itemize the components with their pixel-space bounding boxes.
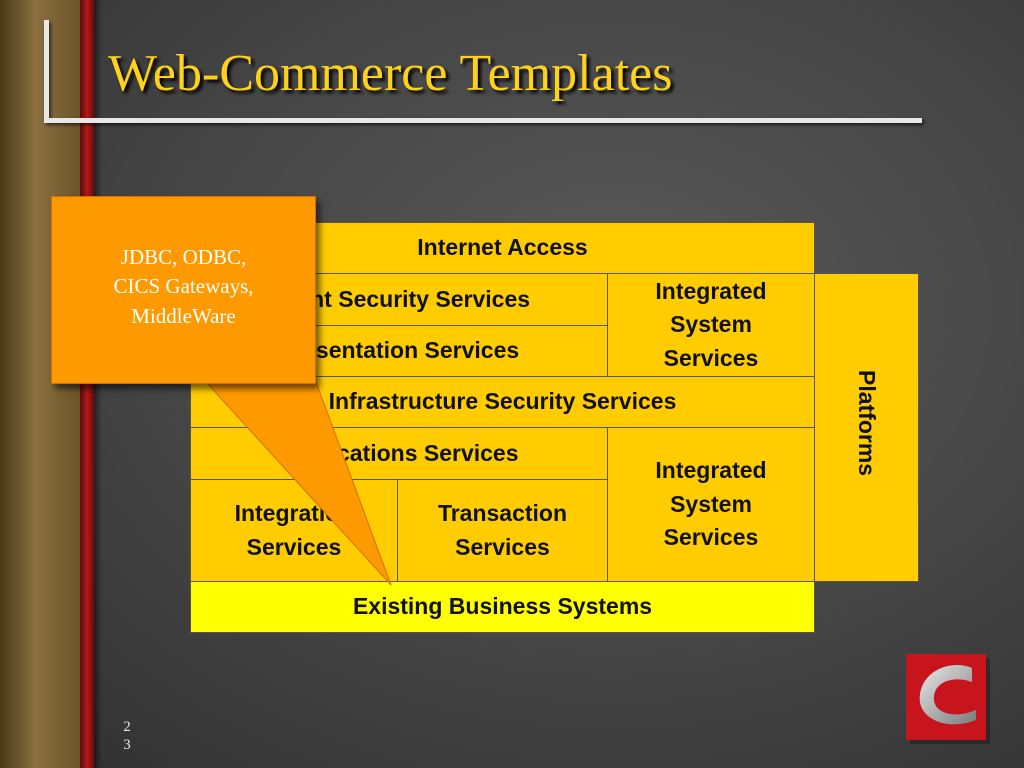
rail-shadow (94, 0, 102, 768)
integrated-system-top-box: Integrated System Services (607, 273, 815, 377)
callout-text: JDBC, ODBC, CICS Gateways, MiddleWare (113, 245, 254, 328)
slide-title: Web-Commerce Templates (108, 45, 673, 102)
transaction-box: Transaction Services (397, 479, 608, 582)
integrated-system-bottom-box: Integrated System Services (607, 427, 815, 582)
platforms-box: Platforms (814, 273, 919, 582)
callout-box: JDBC, ODBC, CICS Gateways, MiddleWare (51, 196, 316, 384)
red-c-logo-icon (906, 654, 990, 744)
page-number: 23 (123, 719, 131, 753)
title-horizontal-rule (44, 118, 922, 123)
title-vertical-rule (44, 20, 49, 120)
callout-pointer-shape (204, 381, 392, 586)
existing-business-box: Existing Business Systems (190, 581, 815, 633)
red-side-rail (80, 0, 94, 768)
gold-side-rail (0, 0, 80, 768)
platforms-label: Platforms (854, 370, 881, 477)
